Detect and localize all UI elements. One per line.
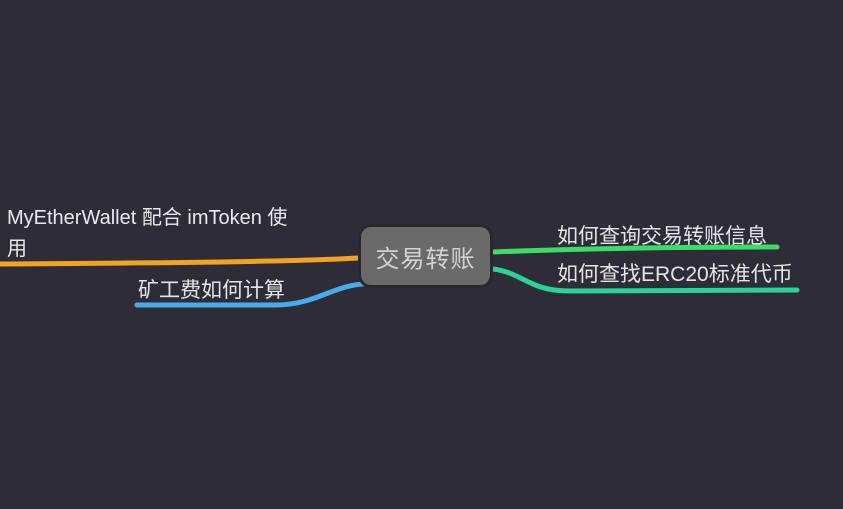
root-node-label: 交易转账: [375, 245, 476, 273]
branch-node-find-erc20-token[interactable]: 如何查找ERC20标准代币: [557, 263, 793, 286]
root-node[interactable]: 交易转账: [358, 224, 493, 288]
branch-node-query-transfer-info[interactable]: 如何查询交易转账信息: [557, 225, 767, 248]
branch-node-miner-fee[interactable]: 矿工费如何计算: [138, 279, 285, 302]
branch-node-myetherwallet-imtoken[interactable]: MyEtherWallet 配合 imToken 使用: [7, 207, 288, 260]
